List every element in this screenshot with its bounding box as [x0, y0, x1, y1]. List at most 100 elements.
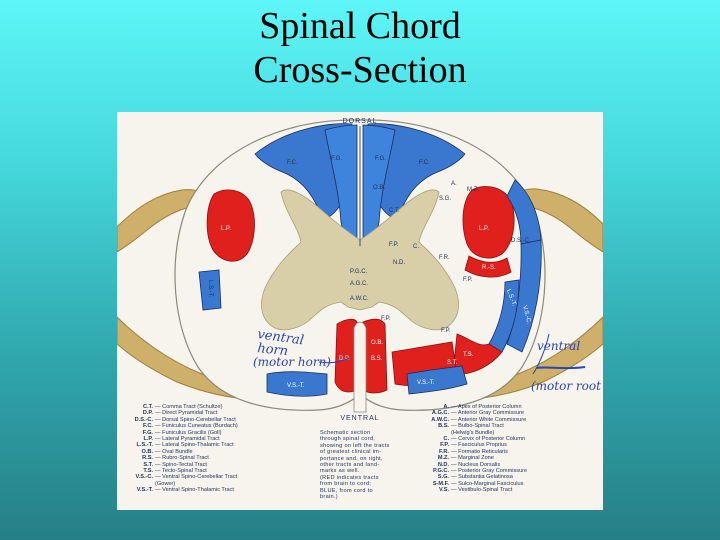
- legend-abbreviation: F.P.: [440, 442, 449, 449]
- label-ob: O.B.: [373, 185, 385, 191]
- legend-definition: — Ventral Spino-Thalamic Tract: [155, 487, 234, 494]
- legend-definition: (Helwig's Bundle): [451, 429, 495, 436]
- legend-definition: — Posterior Gray Commissure: [451, 468, 528, 475]
- legend-abbreviation: C.T.: [143, 404, 153, 410]
- legend-abbreviation: F.R.: [439, 448, 449, 455]
- legend-row: N.D.— Nucleus Dorsalis: [415, 462, 527, 468]
- legend-row: O.B.— Oval Bundle: [119, 449, 238, 455]
- description-line: showing on left the tracts: [320, 442, 390, 449]
- label-dsc: D.S.-C.: [511, 238, 531, 244]
- label-fp-b: F.P.: [463, 277, 473, 283]
- legend-abbreviation: M.Z.: [437, 455, 449, 462]
- legend-row: V.S.— Vestibulo-Spinal Tract: [415, 487, 527, 493]
- label-st: S.T.: [447, 360, 458, 366]
- legend-row: P.G.C.— Posterior Gray Commissure: [415, 468, 527, 474]
- legend-row: D.S.-C.— Dorsal Spino-Cerebellar Tract: [119, 417, 238, 423]
- title-line-2: Cross-Section: [253, 49, 467, 91]
- label-fp-c: F.P.: [381, 316, 391, 322]
- label-vst-right: V.S.-T.: [417, 380, 435, 386]
- annotation-right-arrow: [532, 333, 550, 375]
- title-line-1: Spinal Chord: [259, 5, 461, 47]
- legend-abbreviation: T.S.: [143, 468, 153, 475]
- legend-row: F.R.— Formatio Reticularis: [415, 449, 527, 455]
- legend-definition: — Substantia Gelatinosa: [451, 474, 513, 481]
- legend-definition: — Sulco-Marginal Fasciculus: [451, 480, 524, 487]
- legend-row: A.W.C.— Anterior White Commissure: [415, 417, 527, 423]
- legend-row: C.— Cervix of Posterior Column: [415, 436, 527, 442]
- legend-row: L.S.-T.— Lateral Spino-Thalamic Tract: [119, 442, 238, 448]
- spinal-cord-diagram: DORSAL VENTRAL F.C. F.G. F.G. F.C. O.B. …: [117, 112, 603, 510]
- label-fc-right: F.C.: [419, 160, 430, 166]
- legend-abbreviation: P.G.C.: [432, 468, 449, 475]
- description-line: portance and, on right,: [320, 455, 383, 462]
- label-mz: M.Z.: [467, 187, 479, 193]
- legend-definition: — Funiculus Cuneatus (Burdach): [155, 423, 238, 430]
- legend-definition: — Lateral Spino-Thalamic Tract: [155, 442, 234, 449]
- label-dp: D.P.: [339, 356, 350, 362]
- legend-abbreviation: D.P.: [142, 410, 153, 417]
- legend-abbreviation: A.: [443, 404, 449, 410]
- description-line: marks as well.: [320, 468, 360, 475]
- label-fp-d: F.P.: [441, 328, 451, 334]
- legend-row: D.P.— Direct Pyramidal Tract: [119, 410, 238, 416]
- label-fg-left: F.G.: [331, 156, 342, 162]
- legend-row: F.G.— Funiculus Gracilis (Goll): [119, 430, 238, 436]
- annotation-left-arrow: [318, 357, 350, 364]
- legend-row: L.P.— Lateral Pyramidal Tract: [119, 436, 238, 442]
- label-fg-right: F.G.: [375, 156, 386, 162]
- label-agc: A.G.C.: [350, 281, 368, 287]
- legend-row: S.T.— Spino-Tectal Tract: [119, 462, 238, 468]
- dorsal-label: DORSAL: [343, 118, 378, 125]
- legend-row: (Gower): [119, 481, 238, 487]
- spinal-cord-drawing: DORSAL VENTRAL F.C. F.G. F.G. F.C. O.B. …: [117, 118, 603, 422]
- label-fr: F.R.: [439, 255, 450, 261]
- description-line: BLUE, from cord to: [320, 487, 373, 494]
- label-lp-left: L.P.: [221, 226, 231, 232]
- legend-row: V.S.-T.— Ventral Spino-Thalamic Tract: [119, 487, 238, 493]
- legend-left: C.T.— Comma Tract (Schultze)D.P.— Direct…: [119, 404, 238, 494]
- legend-abbreviation: V.S.-T.: [136, 487, 153, 494]
- annotation-left-3: (motor horn): [253, 355, 331, 369]
- legend-abbreviation: S-M.F.: [432, 480, 449, 487]
- legend-definition: — Oval Bundle: [155, 448, 193, 455]
- legend-row: A.— Apex of Posterior Column: [415, 404, 527, 410]
- legend-definition: — Lateral Pyramidal Tract: [155, 436, 220, 443]
- label-ob2: O.B.: [371, 340, 383, 346]
- legend-abbreviation: F.C.: [143, 423, 153, 430]
- label-sg: S.G.: [439, 196, 451, 202]
- legend-definition: — Anterior White Commissure: [451, 416, 527, 423]
- ventral-label: VENTRAL: [340, 415, 379, 422]
- ventral-spino-thalamic-left: [266, 371, 328, 397]
- slide-title: Spinal Chord Cross-Section: [0, 4, 720, 92]
- label-awc: A.W.C.: [350, 296, 369, 302]
- vestibulo-spinal-right: [362, 318, 388, 394]
- legend-definition: — Bulbo-Spinal Tract: [451, 423, 504, 430]
- label-ts: T.S.: [463, 352, 474, 358]
- label-ct: C.T.: [389, 208, 400, 214]
- legend-abbreviation: S.T.: [143, 461, 153, 468]
- label-fc-left: F.C.: [287, 160, 298, 166]
- legend-definition: — Vestibulo-Spinal Tract: [451, 487, 513, 494]
- label-c: C.: [413, 244, 419, 250]
- legend-row: A.G.C.— Anterior Gray Commissure: [415, 410, 527, 416]
- legend-definition: — Funiculus Gracilis (Goll): [155, 429, 222, 436]
- annotation-right-1: ventral: [537, 339, 580, 353]
- legend-abbreviation: C.: [443, 436, 449, 443]
- legend-row: T.S.— Tecto-Spinal Tract: [119, 468, 238, 474]
- lateral-pyramidal-tract-left: [206, 189, 255, 262]
- legend-abbreviation: R.S.: [142, 455, 153, 462]
- legend-row: S.G.— Substantia Gelatinosa: [415, 474, 527, 480]
- label-rs: R.-S.: [482, 265, 496, 271]
- legend-abbreviation: L.S.-T.: [136, 442, 153, 449]
- legend-definition: — Nucleus Dorsalis: [451, 461, 501, 468]
- legend-definition: — Rubro-Spinal Tract: [155, 455, 209, 462]
- legend-definition: — Anterior Gray Commissure: [451, 410, 525, 417]
- legend-abbreviation: B.S.: [438, 423, 449, 430]
- legend-row: F.P.— Fasciculus Proprius: [415, 442, 527, 448]
- label-pgc: P.G.C.: [350, 269, 368, 275]
- annotation-left-2: horn: [257, 341, 289, 359]
- description-line: Schematic section: [320, 430, 371, 436]
- legend-definition: — Formatio Reticularis: [451, 448, 508, 455]
- legend-abbreviation: V.S.-C.: [135, 474, 153, 481]
